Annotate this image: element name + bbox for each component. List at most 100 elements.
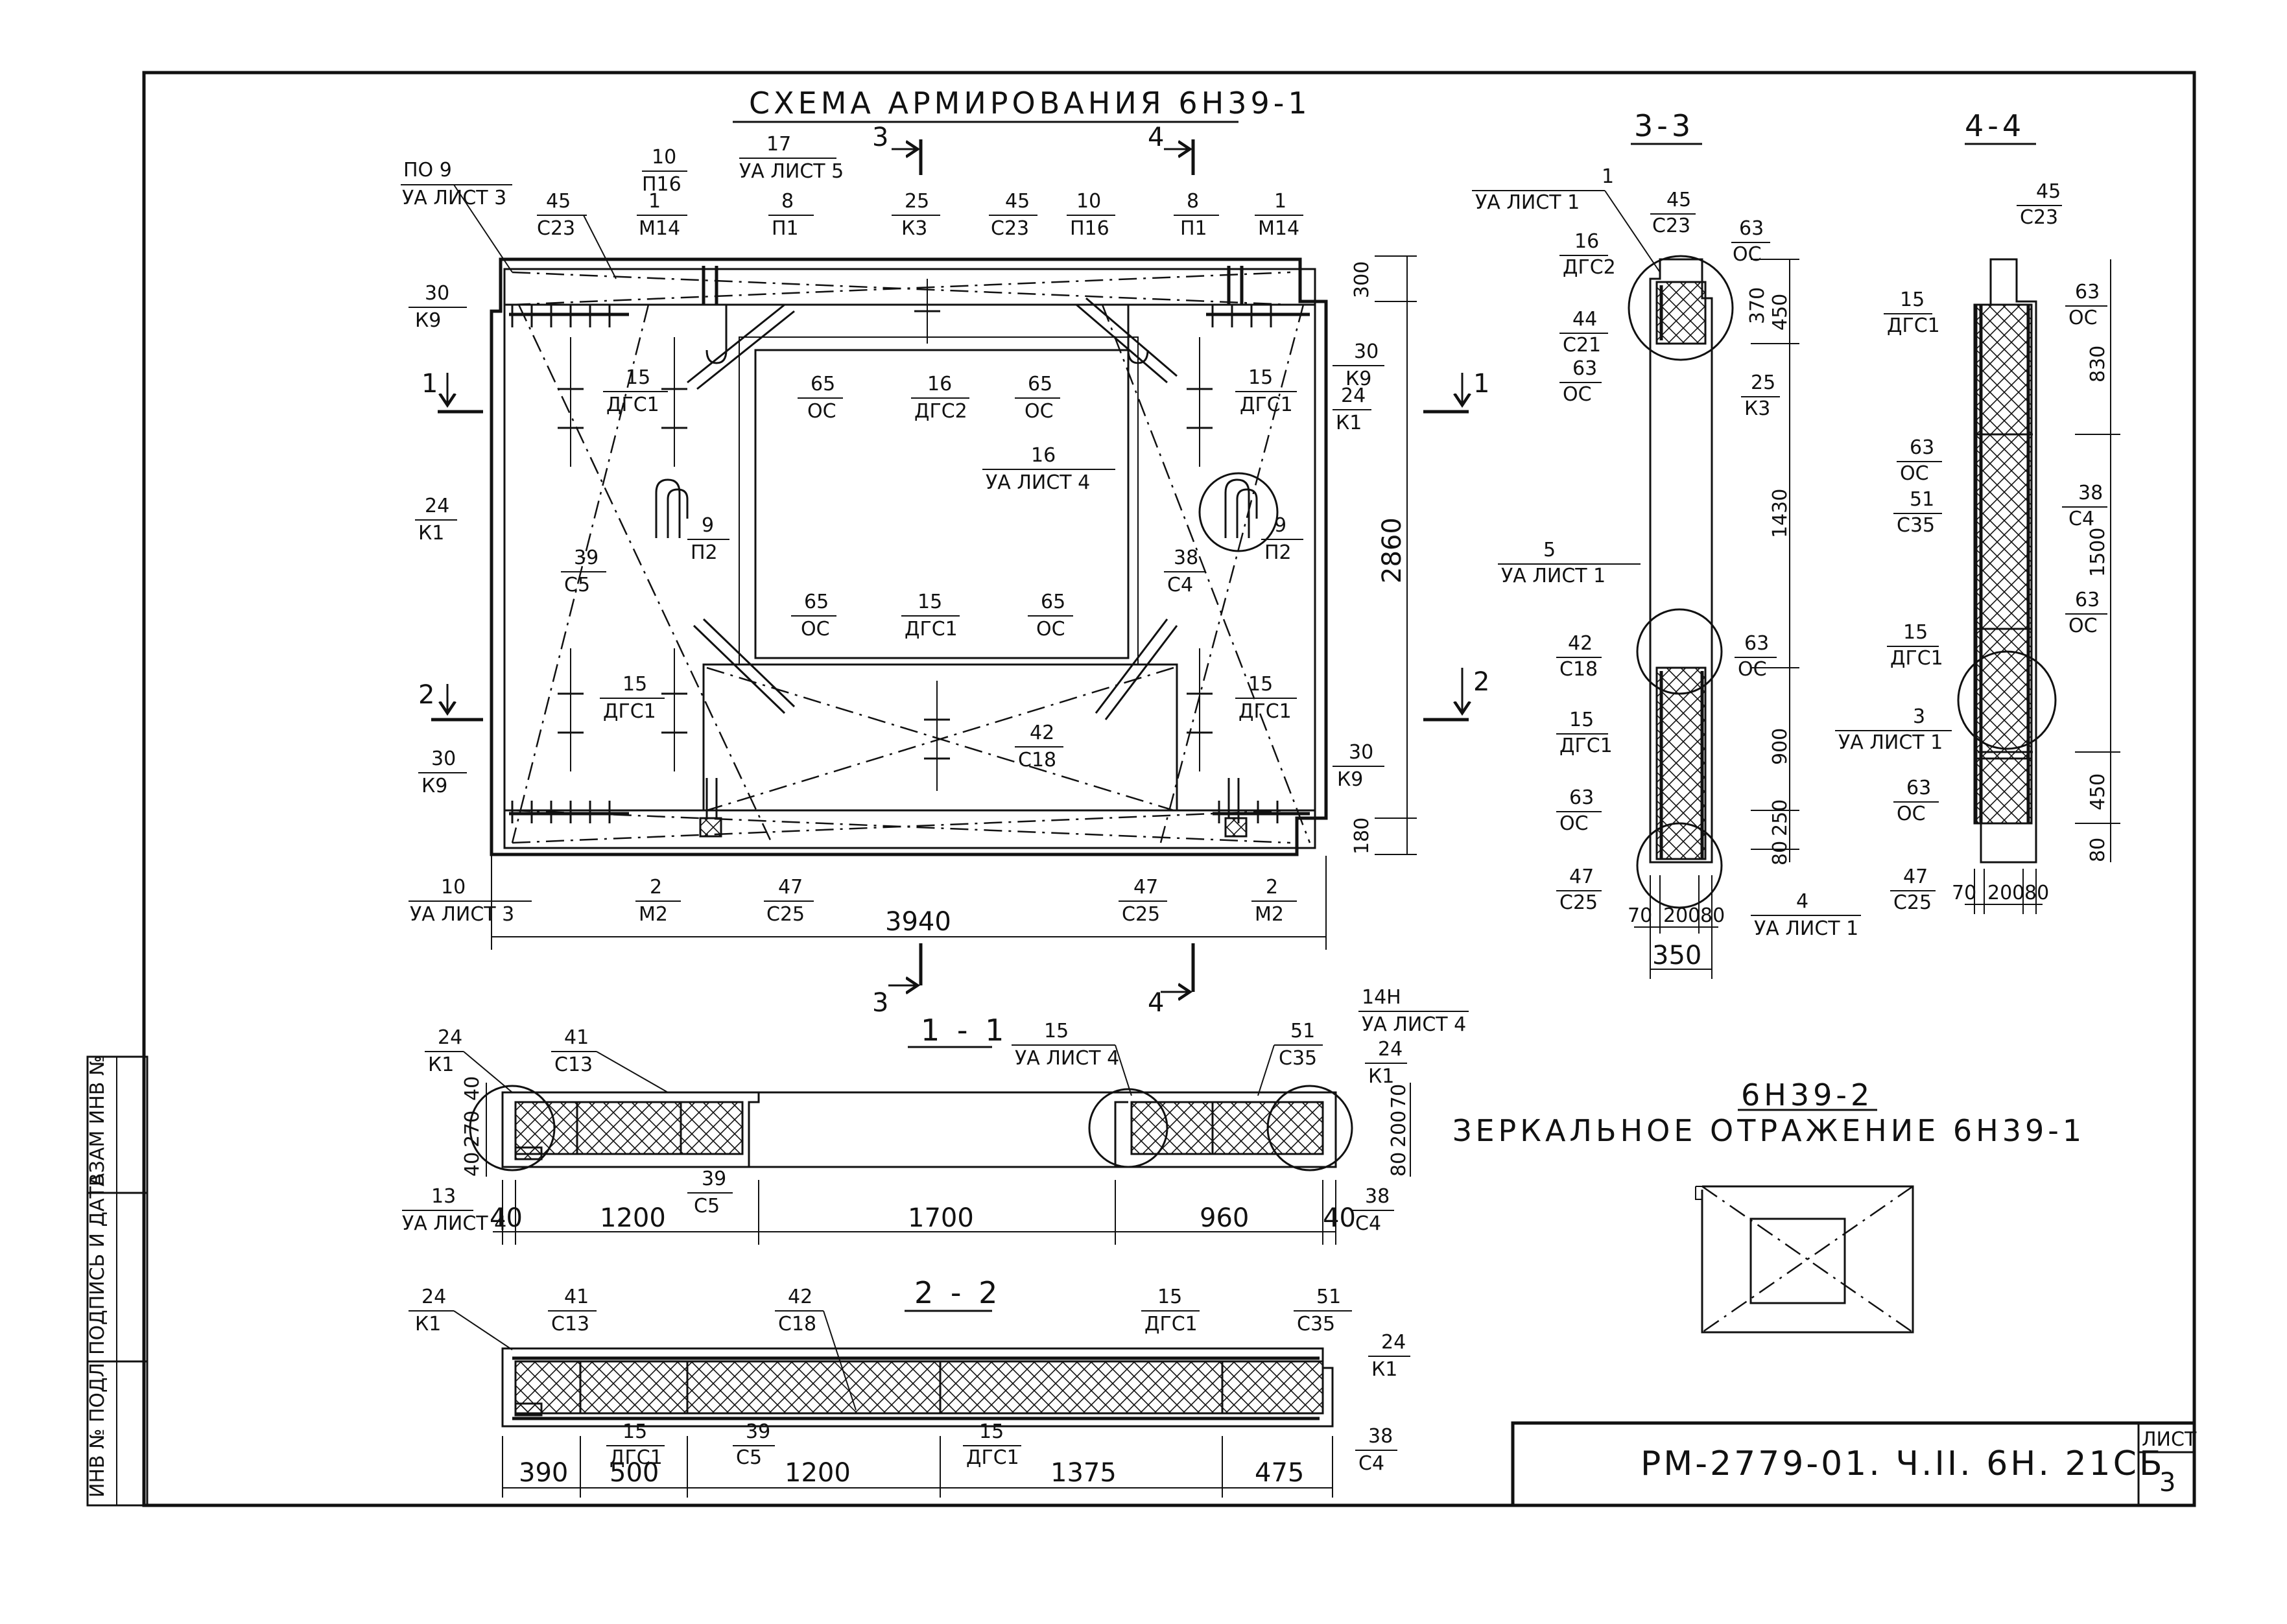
svg-text:ДГС2: ДГС2 <box>1563 256 1616 279</box>
section-1-1-title: 1 - 1 <box>921 1013 1008 1048</box>
svg-text:К3: К3 <box>1744 397 1770 420</box>
svg-text:39: 39 <box>702 1168 726 1190</box>
svg-text:1200: 1200 <box>785 1458 851 1488</box>
svg-text:47: 47 <box>1903 865 1928 888</box>
svg-text:41: 41 <box>564 1026 589 1049</box>
svg-text:15: 15 <box>1157 1286 1182 1308</box>
sheet-frame <box>86 71 2196 1507</box>
svg-text:65: 65 <box>1041 591 1065 613</box>
svg-text:К1: К1 <box>428 1053 454 1076</box>
svg-text:63: 63 <box>1569 786 1594 809</box>
svg-text:П1: П1 <box>1180 217 1207 240</box>
svg-text:63: 63 <box>1739 217 1764 240</box>
svg-text:К1: К1 <box>1371 1358 1397 1381</box>
svg-text:63: 63 <box>1744 632 1769 655</box>
svg-text:С4: С4 <box>1167 574 1193 596</box>
svg-text:С23: С23 <box>2020 206 2058 229</box>
svg-text:15: 15 <box>626 366 650 389</box>
svg-text:80: 80 <box>1388 1152 1410 1177</box>
svg-text:38: 38 <box>1365 1185 1390 1208</box>
svg-text:38: 38 <box>1174 547 1198 569</box>
dgs-bars <box>558 279 1213 791</box>
svg-text:П16: П16 <box>1070 217 1109 240</box>
section-2-2: 2 - 2 24 К1 41 С13 42 С18 15 ДГС1 51 С35… <box>409 1275 1410 1498</box>
cut-3-top: 3 <box>872 123 888 152</box>
svg-text:К1: К1 <box>1336 412 1362 434</box>
svg-text:42: 42 <box>1568 632 1593 655</box>
svg-text:К1: К1 <box>1368 1065 1394 1088</box>
svg-text:39: 39 <box>746 1420 770 1443</box>
svg-text:1430: 1430 <box>1769 489 1792 538</box>
cut-4-top: 4 <box>1148 123 1164 152</box>
svg-text:К9: К9 <box>415 309 441 332</box>
svg-text:С5: С5 <box>736 1446 762 1469</box>
svg-text:П2: П2 <box>691 541 718 564</box>
side-label-sign: ПОДПИСЬ И ДАТА <box>86 1173 109 1355</box>
svg-text:1: 1 <box>648 190 661 213</box>
svg-text:С13: С13 <box>551 1313 589 1336</box>
svg-text:15: 15 <box>1248 366 1273 389</box>
svg-text:30: 30 <box>431 747 456 770</box>
section-4-4: 4-4 45 С23 15 ДГС1 63 ОС 63 ОС 51 С35 38… <box>1835 108 2120 914</box>
section-2-2-title: 2 - 2 <box>914 1275 1001 1310</box>
svg-text:ДГС1: ДГС1 <box>606 394 659 416</box>
svg-text:ДГС1: ДГС1 <box>1887 314 1940 337</box>
svg-text:4: 4 <box>1796 890 1808 913</box>
svg-text:С18: С18 <box>778 1313 816 1336</box>
svg-text:М14: М14 <box>639 217 680 240</box>
svg-text:47: 47 <box>1133 876 1158 899</box>
svg-text:39: 39 <box>574 547 598 569</box>
svg-text:9: 9 <box>702 514 714 537</box>
svg-text:51: 51 <box>1910 488 1934 511</box>
svg-text:38: 38 <box>2078 482 2103 504</box>
svg-text:П2: П2 <box>1264 541 1292 564</box>
svg-text:17: 17 <box>766 133 791 156</box>
svg-text:УА ЛИСТ 4: УА ЛИСТ 4 <box>1015 1047 1119 1070</box>
svg-text:8: 8 <box>1187 190 1199 213</box>
svg-text:47: 47 <box>1569 865 1594 888</box>
svg-text:ОС: ОС <box>1559 812 1589 835</box>
svg-text:900: 900 <box>1769 728 1792 765</box>
svg-text:63: 63 <box>1910 436 1934 459</box>
svg-text:80: 80 <box>2087 838 2109 862</box>
side-stamp: ИНВ № ПОДЛ ПОДПИСЬ И ДАТА ВЗАМ ИНВ № <box>86 1055 109 1498</box>
svg-text:80: 80 <box>1769 841 1792 865</box>
side-label-inv: ИНВ № ПОДЛ <box>86 1363 109 1498</box>
svg-text:63: 63 <box>1906 777 1931 799</box>
svg-text:63: 63 <box>2075 589 2100 611</box>
svg-text:65: 65 <box>1028 373 1052 395</box>
svg-text:2: 2 <box>1266 876 1278 899</box>
svg-text:24: 24 <box>425 495 449 517</box>
svg-text:16: 16 <box>1574 230 1599 253</box>
plan-callouts: ПО 9 УА ЛИСТ 3 45 С23 1 М14 10 П16 17 УА… <box>401 133 1384 926</box>
svg-text:45: 45 <box>546 190 571 213</box>
svg-text:70: 70 <box>1628 904 1652 927</box>
plan-view: СХЕМА АРМИРОВАНИЯ 6Н39-1 <box>401 86 1489 1018</box>
svg-text:УА ЛИСТ 1: УА ЛИСТ 1 <box>1754 917 1858 940</box>
section-cuts: 1 1 2 2 3 3 4 4 <box>418 123 1489 1018</box>
svg-text:350: 350 <box>1652 941 1701 971</box>
svg-text:450: 450 <box>2087 773 2109 810</box>
svg-text:1500: 1500 <box>2087 528 2109 577</box>
svg-text:ДГС1: ДГС1 <box>1238 700 1292 723</box>
svg-text:41: 41 <box>564 1286 589 1308</box>
svg-text:47: 47 <box>778 876 803 899</box>
svg-text:24: 24 <box>421 1286 446 1308</box>
svg-text:70: 70 <box>1952 882 1976 904</box>
svg-text:М2: М2 <box>639 903 668 926</box>
svg-text:ОС: ОС <box>1036 618 1065 641</box>
svg-text:16: 16 <box>927 373 952 395</box>
svg-text:К9: К9 <box>1337 768 1363 791</box>
cut-3-bottom: 3 <box>872 988 888 1018</box>
plan-title: СХЕМА АРМИРОВАНИЯ 6Н39-1 <box>749 86 1311 121</box>
svg-text:40: 40 <box>1323 1203 1356 1233</box>
svg-text:ОС: ОС <box>1025 400 1054 423</box>
svg-text:С4: С4 <box>1358 1452 1384 1475</box>
svg-text:16: 16 <box>1031 444 1056 467</box>
svg-text:14Н: 14Н <box>1362 986 1401 1009</box>
svg-text:М2: М2 <box>1255 903 1284 926</box>
svg-text:25: 25 <box>1751 371 1775 394</box>
dim-width: 3940 <box>885 907 951 937</box>
svg-text:С35: С35 <box>1279 1047 1317 1070</box>
svg-text:370: 370 <box>1746 287 1769 324</box>
